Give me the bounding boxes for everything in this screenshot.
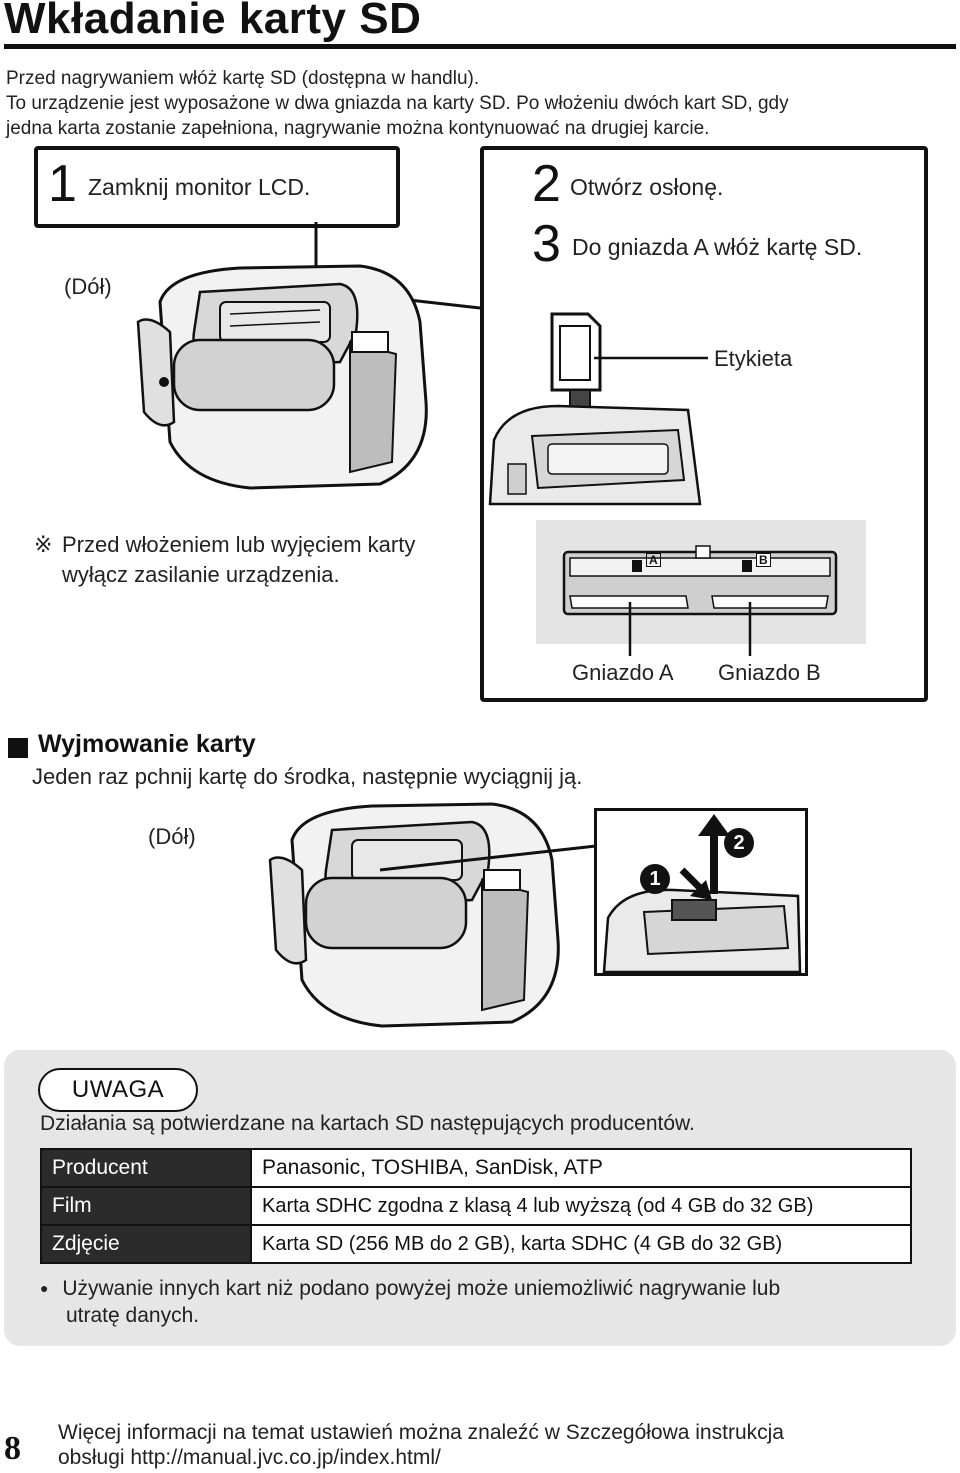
note-bullet-line-2: utratę danych. [66, 1304, 200, 1327]
power-note-line-1: Przed włożeniem lub wyjęciem karty [62, 532, 416, 557]
removal-bottom-label: (Dół) [148, 824, 196, 849]
removal-heading: Wyjmowanie karty [38, 730, 256, 758]
removal-marker-1: 1 [640, 864, 670, 894]
footer-line-2: obsługi http://manual.jvc.co.jp/index.ht… [58, 1446, 441, 1469]
label-tag: Etykieta [714, 346, 793, 371]
card-spec-table: Producent Panasonic, TOSHIBA, SanDisk, A… [40, 1148, 912, 1264]
slot-closeup-illustration [488, 404, 702, 506]
footer-text: Więcej informacji na temat ustawień możn… [58, 1420, 784, 1470]
bullet-icon: ● [40, 1280, 49, 1296]
page-number: 8 [4, 1430, 21, 1467]
footer-line-1: Więcej informacji na temat ustawień możn… [58, 1421, 784, 1444]
step-1-text: Zamknij monitor LCD. [88, 174, 311, 200]
sd-card-illustration [550, 312, 602, 392]
page-title: Wkładanie karty SD [4, 0, 422, 43]
label-pointer [594, 356, 708, 360]
camcorder-illustration [136, 264, 428, 490]
note-bullet-line-1: Używanie innych kart niż podano powyżej … [62, 1277, 781, 1300]
removal-marker-2: 2 [724, 828, 754, 858]
removal-closeup-illustration [594, 808, 808, 976]
slot-b-label: Gniazdo B [718, 660, 821, 685]
note-intro: Działania są potwierdzane na kartach SD … [40, 1112, 695, 1135]
intro-paragraph: Przed nagrywaniem włóż kartę SD (dostępn… [6, 66, 946, 141]
slot-b-letter: B [756, 553, 771, 567]
slot-pointers [628, 602, 752, 656]
note-badge: UWAGA [38, 1068, 198, 1112]
table-row: Zdjęcie Karta SD (256 MB do 2 GB), karta… [40, 1224, 912, 1264]
intro-line-3: jedna karta zostanie zapełniona, nagrywa… [6, 118, 710, 139]
step-3-number: 3 [532, 215, 561, 273]
intro-line-2: To urządzenie jest wyposażone w dwa gnia… [6, 93, 789, 114]
slot-a-label: Gniazdo A [572, 660, 674, 685]
table-key-cell: Film [40, 1186, 252, 1226]
camcorder-illustration-2 [268, 802, 560, 1028]
table-key-cell: Zdjęcie [40, 1224, 252, 1264]
table-row: Producent Panasonic, TOSHIBA, SanDisk, A… [40, 1148, 912, 1188]
table-value-cell: Karta SD (256 MB do 2 GB), karta SDHC (4… [250, 1224, 912, 1264]
table-value-cell: Panasonic, TOSHIBA, SanDisk, ATP [250, 1148, 912, 1188]
removal-connector [380, 844, 597, 872]
title-rule [4, 44, 956, 49]
black-square-icon [8, 738, 28, 758]
step-3-text: Do gniazda A włóż kartę SD. [572, 234, 863, 260]
note-bullet-item: ● Używanie innych kart niż podano powyże… [40, 1276, 920, 1329]
step-1-number: 1 [48, 155, 77, 213]
power-note-mark: ※ [34, 532, 53, 557]
removal-text: Jeden raz pchnij kartę do środka, następ… [32, 764, 583, 789]
step-2-text: Otwórz osłonę. [570, 174, 724, 200]
slot-a-letter: A [646, 553, 661, 567]
table-row: Film Karta SDHC zgodna z klasą 4 lub wyż… [40, 1186, 912, 1226]
table-value-cell: Karta SDHC zgodna z klasą 4 lub wyższą (… [250, 1186, 912, 1226]
bottom-label: (Dół) [64, 274, 112, 299]
table-key-cell: Producent [40, 1148, 252, 1188]
step-1-box [34, 146, 400, 228]
power-note-line-2: wyłącz zasilanie urządzenia. [62, 562, 340, 587]
step-2-number: 2 [532, 155, 561, 213]
slot-panel-illustration [536, 520, 866, 644]
intro-line-1: Przed nagrywaniem włóż kartę SD (dostępn… [6, 68, 480, 89]
